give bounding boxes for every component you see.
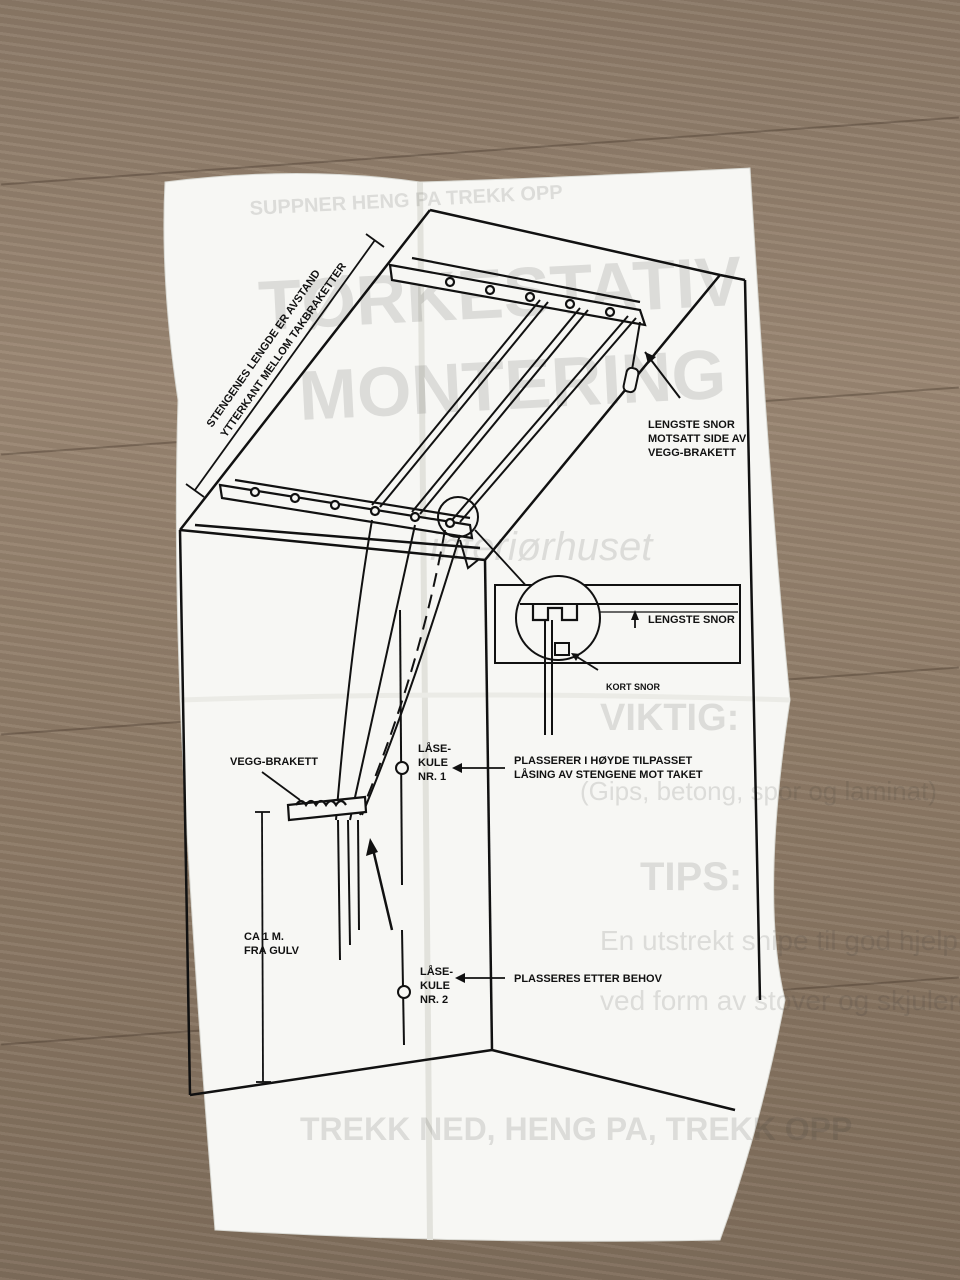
detail-inset (494, 575, 741, 735)
svg-text:VIKTIG:: VIKTIG: (600, 697, 739, 739)
paper-fold-shadow (417, 181, 433, 1241)
detail-marker-circle (437, 496, 479, 538)
lock-ball-1-label: LÅSE- KULE NR. 1 (418, 742, 454, 783)
arrow-head (631, 610, 639, 620)
longest-cord-label: LENGSTE SNOR (648, 614, 735, 626)
svg-text:TREKK NED, HENG PA, TREKK OPP: TREKK NED, HENG PA, TREKK OPP (300, 1111, 852, 1147)
ceiling-bracket-back (388, 256, 647, 327)
arrow-head (645, 352, 656, 364)
ceiling-bracket-front (218, 478, 474, 540)
wall-bracket-arrow (370, 844, 394, 931)
svg-text:ved form av stover og skjulere: ved form av stover og skjulere. (600, 985, 960, 1016)
pull-cords (335, 519, 461, 961)
wall-bracket-label: VEGG-BRAKETT (230, 756, 318, 768)
short-cord-label: KORT SNOR (606, 682, 661, 692)
paper-fold-shadow (179, 692, 791, 703)
cord-weight (622, 321, 641, 394)
longest-cord-far-label: LENGSTE SNOR MOTSATT SIDE AV VEGG-BRAKET… (648, 419, 749, 459)
svg-text:TIPS:: TIPS: (640, 855, 742, 899)
lock-ball-1 (395, 761, 409, 775)
place-as-needed-label: PLASSERES ETTER BEHOV (514, 973, 663, 985)
corner-cord-hook (459, 539, 479, 570)
svg-text:En utstrekt snipe til god hjel: En utstrekt snipe til god hjelp (600, 925, 958, 956)
detail-leader (474, 529, 531, 591)
floor-distance-label: CA 1 M. FRA GULV (244, 931, 300, 957)
arrow-head (571, 653, 580, 661)
svg-text:(Gips, betong, spor og laminat: (Gips, betong, spor og laminat) (580, 776, 937, 806)
wall-bracket (286, 795, 368, 822)
paper-sheet (163, 167, 791, 1242)
lock-ball-2-label: LÅSE- KULE NR. 2 (420, 965, 456, 1006)
room-outline (178, 208, 762, 1112)
arrow-head (366, 838, 378, 856)
place-height-label: PLASSERER I HØYDE TILPASSET LÅSING AV ST… (514, 755, 703, 781)
floor-distance-dimension (255, 811, 271, 1083)
rod-length-dimension (185, 233, 385, 498)
drying-rods (371, 299, 637, 523)
wall-bracket-pointer (261, 771, 301, 801)
lock-ball-2 (397, 985, 411, 999)
arrow-head (452, 763, 462, 773)
arrow-head (455, 973, 465, 983)
